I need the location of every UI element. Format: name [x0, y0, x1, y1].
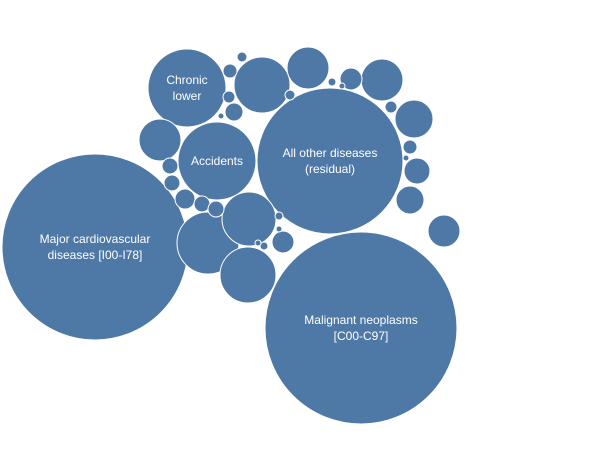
bubble-13: [427, 214, 461, 248]
bubble-14: [395, 185, 425, 215]
bubble-label-0-1: diseases [I00-I78]: [48, 248, 143, 262]
bubble-15: [403, 157, 431, 185]
bubble-9: [221, 191, 277, 247]
bubble-28: [236, 51, 248, 63]
bubble-label-0-0: Major cardiovascular: [40, 232, 151, 246]
bubble-29: [284, 89, 296, 101]
bubble-19: [224, 102, 244, 122]
bubble-label-1-0: Malignant neoplasms: [304, 313, 417, 327]
bubble-10: [138, 118, 182, 162]
bubble-16: [271, 230, 295, 254]
bubble-31: [274, 211, 284, 221]
bubble-17: [339, 67, 363, 91]
bubble-label-3-0: Accidents: [191, 154, 243, 168]
bubble-36: [402, 154, 410, 162]
bubble-2: [256, 87, 404, 235]
bubble-34: [254, 239, 262, 247]
bubble-35: [217, 112, 225, 120]
bubble-label-1-1: [C00-C97]: [334, 329, 389, 343]
bubble-label-4-0: Chronic: [166, 73, 207, 87]
bubble-8: [219, 246, 277, 304]
bubble-4: [147, 48, 227, 128]
bubble-6: [286, 46, 330, 90]
bubble-30: [327, 77, 337, 87]
bubble-22: [207, 200, 225, 218]
bubble-23: [161, 157, 179, 175]
bubble-26: [384, 100, 398, 114]
bubble-37: [338, 82, 346, 90]
bubble-label-2-1: (residual): [305, 162, 355, 176]
bubble-18: [174, 188, 196, 210]
bubble-25: [402, 139, 418, 155]
bubble-12: [394, 99, 434, 139]
bubble-24: [222, 63, 238, 79]
bubble-32: [259, 241, 269, 251]
bubble-3: [177, 121, 257, 201]
bubble-0: [1, 153, 189, 341]
bubble-5: [233, 56, 291, 114]
bubble-label-2-0: All other diseases: [283, 146, 378, 160]
bubble-27: [222, 90, 236, 104]
bubble-20: [163, 174, 181, 192]
bubble-1: [264, 231, 458, 425]
bubble-33: [275, 225, 283, 233]
bubble-11: [360, 58, 404, 102]
bubble-label-4-1: lower: [173, 89, 202, 103]
